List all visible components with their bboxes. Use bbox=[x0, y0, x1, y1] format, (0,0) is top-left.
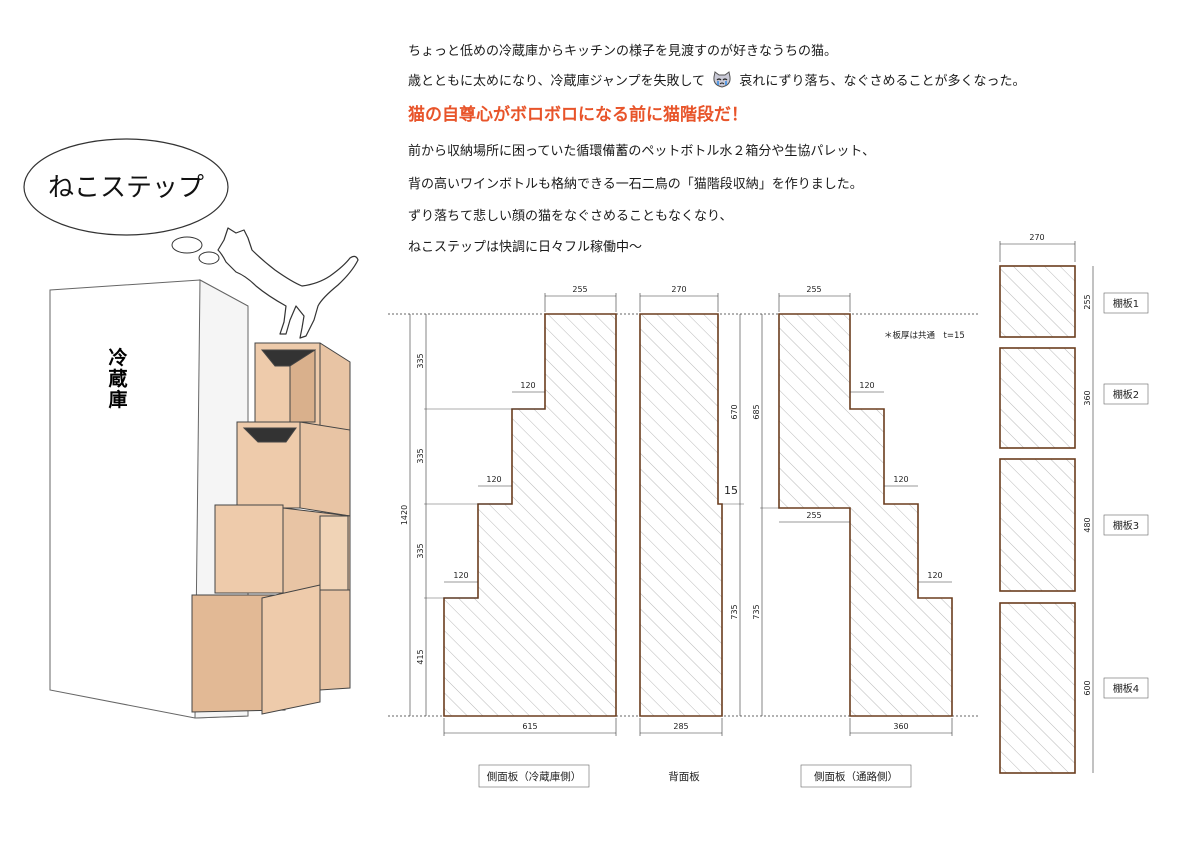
shelf-label-1: 棚板1 bbox=[1113, 297, 1139, 310]
back-panel: 270 285 670 15 735 bbox=[639, 285, 744, 736]
fridge-label-2: 蔵 bbox=[108, 368, 127, 390]
dim-side-aisle-step1: 120 bbox=[859, 381, 874, 390]
dim-shelf-2: 360 bbox=[1083, 390, 1092, 405]
dim-back-top: 270 bbox=[671, 285, 686, 294]
dim-shelf-width: 270 bbox=[1029, 233, 1044, 242]
crying-cat-icon bbox=[713, 71, 731, 88]
intro-line-4: 背の高いワインボトルも格納できる一石二鳥の「猫階段収納」を作りました。 bbox=[408, 177, 863, 192]
dim-back-notch: 15 bbox=[724, 484, 738, 497]
dim-back-upper: 670 bbox=[730, 404, 739, 419]
dim-side-aisle-top: 255 bbox=[806, 285, 821, 294]
dim-side-aisle-step2: 120 bbox=[893, 475, 908, 484]
shelf-label-2: 棚板2 bbox=[1113, 388, 1139, 401]
shelf-1 bbox=[999, 265, 1076, 338]
shelf-4 bbox=[999, 602, 1076, 774]
intro-line-2: 歳とともに太めになり、冷蔵庫ジャンプを失敗して 哀れにずり落ち、なぐさめることが… bbox=[408, 70, 1025, 89]
panel-captions: 側面板（冷蔵庫側） 背面板 側面板（通路側） bbox=[478, 764, 912, 788]
dim-side-fridge-total: 1420 bbox=[400, 505, 409, 525]
dim-side-fridge-step1: 120 bbox=[520, 381, 535, 390]
dim-shelf-3: 480 bbox=[1083, 517, 1092, 532]
dim-side-fridge-step2: 120 bbox=[486, 475, 501, 484]
dim-shelf-4: 600 bbox=[1083, 680, 1092, 695]
bubble-text: ねこステップ bbox=[48, 173, 204, 203]
shelf-label-3: 棚板3 bbox=[1113, 519, 1139, 532]
dim-side-aisle-mid: 255 bbox=[806, 511, 821, 520]
thought-bubble: ねこステップ bbox=[23, 138, 229, 265]
caption-back: 背面板 bbox=[668, 770, 700, 783]
intro-line-2b: 哀れにずり落ち、なぐさめることが多くなった。 bbox=[739, 74, 1026, 89]
dim-side-aisle-left-lower: 735 bbox=[752, 604, 761, 619]
caption-side-aisle: 側面板（通路側） bbox=[814, 770, 898, 783]
dim-side-aisle-step3: 120 bbox=[927, 571, 942, 580]
dim-side-fridge-h1: 335 bbox=[416, 353, 425, 368]
fridge-label-3: 庫 bbox=[108, 388, 127, 411]
dim-side-fridge-h3: 335 bbox=[416, 543, 425, 558]
dim-side-aisle-left-upper: 685 bbox=[752, 404, 761, 419]
thickness-note: ＊板厚は共通 t=15 bbox=[884, 330, 965, 341]
headline: 猫の自尊心がボロボロになる前に猫階段だ！ bbox=[408, 105, 748, 125]
dim-side-fridge-top: 255 bbox=[572, 285, 587, 294]
fridge-label-1: 冷 bbox=[108, 346, 127, 369]
cat-silhouette bbox=[217, 227, 359, 339]
shelf-2 bbox=[999, 347, 1076, 449]
intro-line-2a: 歳とともに太めになり、冷蔵庫ジャンプを失敗して bbox=[408, 74, 706, 89]
cat-step-illustration bbox=[191, 342, 351, 715]
dim-back-bottom: 285 bbox=[673, 722, 688, 731]
shelf-label-4: 棚板4 bbox=[1113, 682, 1139, 695]
shelf-3 bbox=[999, 458, 1076, 592]
intro-line-1: ちょっと低めの冷蔵庫からキッチンの様子を見渡すのが好きなうちの猫。 bbox=[408, 44, 838, 59]
dim-side-fridge-h4: 415 bbox=[416, 649, 425, 664]
dim-back-lower: 735 bbox=[730, 604, 739, 619]
dim-shelf-1: 255 bbox=[1083, 294, 1092, 309]
intro-line-5: ずり落ちて悲しい顔の猫をなぐさめることもなくなり、 bbox=[408, 209, 733, 224]
caption-side-fridge: 側面板（冷蔵庫側） bbox=[487, 770, 582, 783]
side-panel-aisle: 255 120 120 255 120 360 685 735 ＊板厚は共通 t… bbox=[752, 285, 965, 736]
dim-side-fridge-step3: 120 bbox=[453, 571, 468, 580]
shelf-panels: 270 255 360 480 600 棚板1 棚板2 棚板3 棚板4 bbox=[999, 233, 1149, 774]
side-panel-fridge: 255 120 120 120 615 335 335 335 415 1420 bbox=[400, 285, 617, 736]
intro-line-3: 前から収納場所に困っていた循環備蓄のペットボトル水２箱分や生協パレット、 bbox=[408, 144, 876, 159]
dim-side-fridge-bottom: 615 bbox=[522, 722, 537, 731]
intro-line-6: ねこステップは快調に日々フル稼働中～ bbox=[408, 240, 643, 255]
dim-side-fridge-h2: 335 bbox=[416, 448, 425, 463]
dim-side-aisle-bottom: 360 bbox=[893, 722, 908, 731]
